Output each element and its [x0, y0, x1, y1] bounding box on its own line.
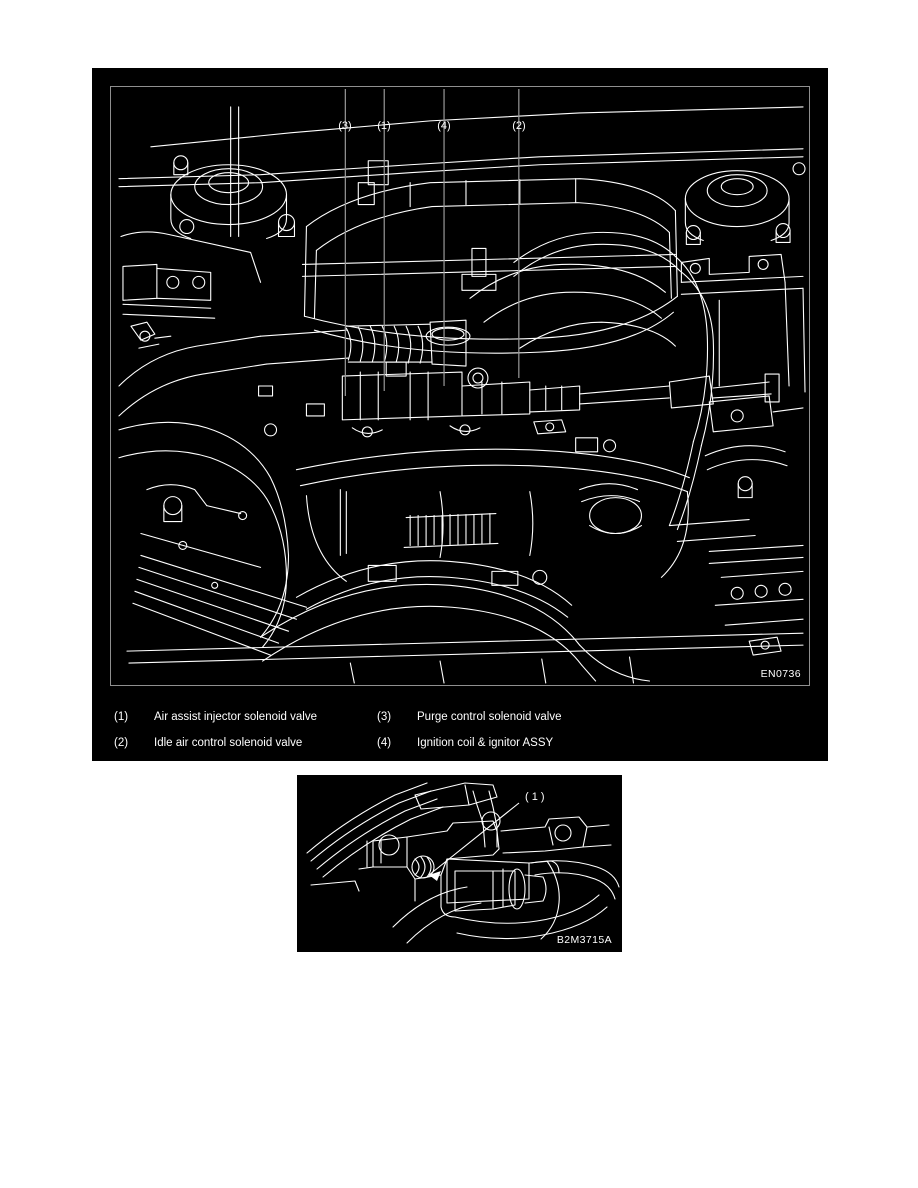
legend-label: Idle air control solenoid valve — [154, 737, 303, 749]
legend-number: (4) — [377, 737, 392, 749]
detail-figure-reference-id: B2M3715A — [556, 934, 612, 946]
callout-label-4: (4) — [437, 120, 451, 132]
callout-label-3: (3) — [338, 120, 352, 132]
legend-item-3: (3) Purge control solenoid valve — [377, 711, 561, 723]
legend-label: Air assist injector solenoid valve — [154, 711, 317, 723]
air-assist-injector-detail-line-art — [297, 775, 622, 952]
engine-compartment-illustration: EN0736 — [110, 86, 810, 686]
engine-compartment-line-art — [111, 87, 809, 685]
callout-leader-lines — [344, 88, 520, 396]
detail-callout-label-1: ( 1 ) — [525, 791, 545, 803]
legend-item-4: (4) Ignition coil & ignitor ASSY — [377, 737, 553, 749]
legend-item-2: (2) Idle air control solenoid valve — [114, 737, 377, 749]
legend-number: (3) — [377, 711, 392, 723]
main-figure-reference-id: EN0736 — [760, 668, 801, 680]
legend-label: Purge control solenoid valve — [417, 711, 562, 723]
detail-figure-panel: ( 1 ) B2M3715A — [297, 775, 622, 952]
legend-number: (2) — [114, 737, 129, 749]
callout-label-2: (2) — [512, 120, 526, 132]
legend-item-1: (1) Air assist injector solenoid valve — [114, 711, 377, 723]
legend-row: (1) Air assist injector solenoid valve (… — [114, 704, 828, 730]
legend-label: Ignition coil & ignitor ASSY — [417, 737, 554, 749]
legend-row: (2) Idle air control solenoid valve (4) … — [114, 730, 828, 756]
legend-number: (1) — [114, 711, 129, 723]
detail-callout-leader-line — [428, 802, 520, 881]
main-figure-panel: EN0736 (3) (1) (4) (2) (1) Air assist in… — [92, 68, 828, 761]
component-legend: (1) Air assist injector solenoid valve (… — [92, 704, 828, 756]
callout-label-1: (1) — [377, 120, 391, 132]
